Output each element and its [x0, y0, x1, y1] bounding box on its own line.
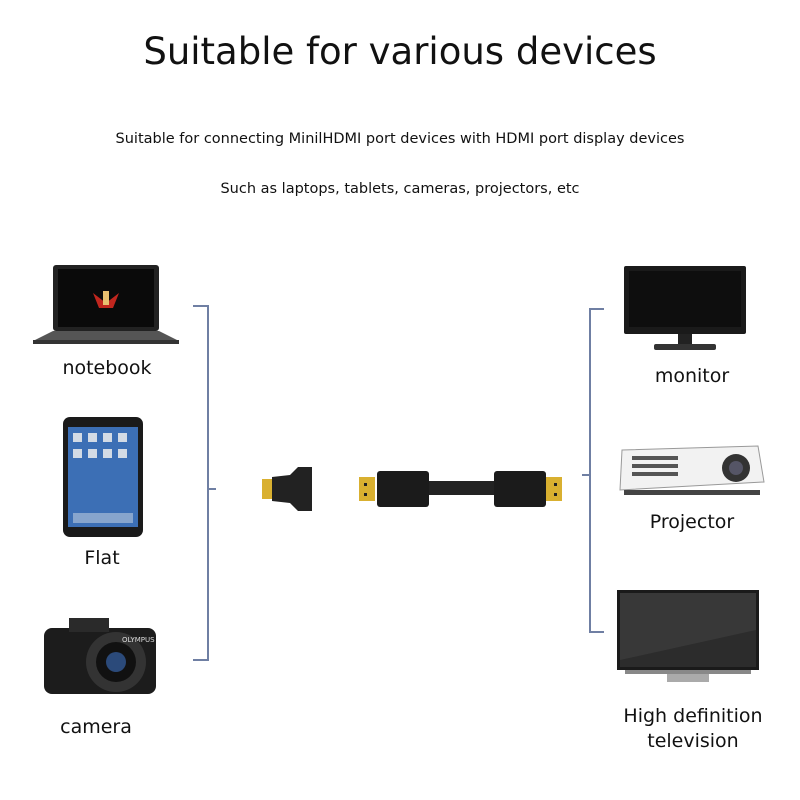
hdmi-adapter-and-cable-icon: [262, 467, 562, 511]
laptop-icon: [33, 265, 179, 344]
label-camera: camera: [60, 716, 132, 738]
hd-television-icon: [617, 590, 759, 682]
subtitle-connection: Suitable for connecting MinilHDMI port d…: [115, 131, 685, 147]
left-bracket-tick: [208, 488, 216, 490]
monitor-icon: [624, 266, 746, 350]
label-hd-television: High definition television: [623, 705, 763, 752]
label-monitor: monitor: [654, 365, 730, 387]
left-bracket-tick: [193, 305, 208, 307]
right-bracket-tick: [590, 308, 604, 310]
page-title: Suitable for various devices: [143, 30, 657, 73]
right-bracket: [589, 308, 591, 633]
label-flat: Flat: [84, 547, 120, 569]
projector-icon: [619, 445, 765, 495]
label-projector: Projector: [649, 511, 735, 533]
right-bracket-tick: [590, 631, 604, 633]
camera-icon: OLYMPUS: [44, 618, 156, 694]
label-notebook: notebook: [62, 357, 152, 379]
right-bracket-tick: [582, 474, 590, 476]
subtitle-examples: Such as laptops, tablets, cameras, proje…: [220, 181, 580, 197]
left-bracket: [207, 305, 209, 661]
left-bracket-tick: [193, 659, 208, 661]
svg-text:OLYMPUS: OLYMPUS: [122, 636, 155, 644]
tablet-icon: [63, 417, 143, 537]
